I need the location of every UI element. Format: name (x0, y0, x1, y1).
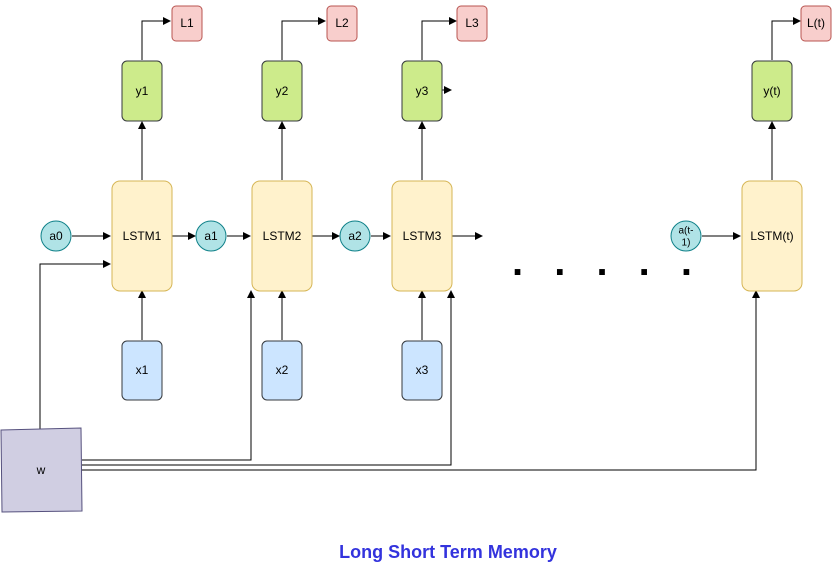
loss-label-2: L2 (335, 16, 349, 30)
state-label-a1: a1 (204, 229, 218, 243)
lstm-label-t: LSTM(t) (750, 229, 793, 243)
output-node-2: y2 (261, 60, 303, 122)
loss-node-3: L3 (456, 5, 488, 42)
state-node-a2: a2 (339, 220, 371, 252)
lstm-label-3: LSTM3 (403, 229, 442, 243)
output-label-t: y(t) (763, 84, 780, 98)
edges (39, 17, 801, 471)
input-label-1: x1 (136, 363, 149, 377)
output-label-1: y1 (136, 84, 149, 98)
edge-yt-lt (771, 17, 801, 60)
state-label-a0: a0 (49, 229, 63, 243)
input-label-2: x2 (276, 363, 289, 377)
loss-node-t: L(t) (800, 5, 832, 42)
input-node-1: x1 (121, 340, 163, 401)
edge-w-lstmt (82, 290, 760, 471)
loss-label-3: L3 (465, 16, 479, 30)
weight-label: w (36, 463, 46, 477)
output-node-3: y3 (401, 60, 443, 122)
state-label-a2: a2 (348, 229, 362, 243)
state-node-at: a(t- 1) (670, 220, 702, 252)
lstm-label-2: LSTM2 (263, 229, 302, 243)
edge-y1-l1 (141, 17, 171, 60)
state-label-at-line1: a(t- (679, 226, 694, 237)
lstm-cell-3: LSTM3 (391, 180, 453, 292)
edge-w-lstm3 (82, 290, 455, 466)
diagram-title: Long Short Term Memory (339, 542, 557, 562)
loss-node-1: L1 (171, 5, 203, 42)
output-label-2: y2 (276, 84, 289, 98)
lstm-cell-1: LSTM1 (111, 180, 173, 292)
loss-label-t: L(t) (807, 16, 825, 30)
output-label-3: y3 (416, 84, 429, 98)
lstm-label-1: LSTM1 (123, 229, 162, 243)
weight-node: w (0, 427, 83, 513)
loss-node-2: L2 (326, 5, 358, 42)
output-node-t: y(t) (751, 60, 793, 122)
output-node-1: y1 (121, 60, 163, 122)
state-node-a1: a1 (195, 220, 227, 252)
edge-y3-l3 (421, 17, 457, 60)
state-label-at-line2: 1) (682, 238, 691, 249)
input-node-3: x3 (401, 340, 443, 401)
edge-y2-l2 (281, 17, 326, 60)
edge-w-lstm1 (39, 260, 111, 430)
input-label-3: x3 (416, 363, 429, 377)
loss-label-1: L1 (180, 16, 194, 30)
state-node-a0: a0 (40, 220, 72, 252)
lstm-cell-t: LSTM(t) (741, 180, 803, 292)
lstm-cell-2: LSTM2 (251, 180, 313, 292)
edge-w-lstm2 (82, 290, 255, 461)
ellipsis: . . . . . (512, 240, 702, 284)
input-node-2: x2 (261, 340, 303, 401)
